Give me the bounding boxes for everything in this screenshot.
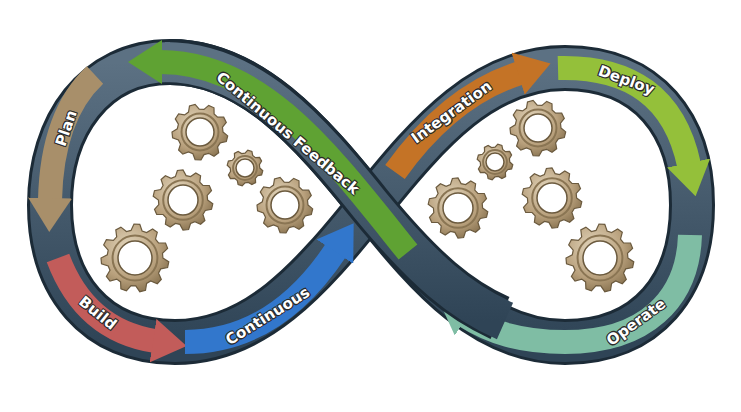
gear-rim bbox=[233, 156, 257, 180]
gear-hole bbox=[524, 114, 552, 142]
gear bbox=[101, 224, 169, 292]
gear-hole bbox=[583, 241, 617, 275]
gear bbox=[428, 178, 488, 238]
gear bbox=[510, 100, 566, 156]
gear-body bbox=[172, 104, 228, 160]
gear-rim bbox=[483, 150, 507, 174]
gear bbox=[522, 168, 582, 228]
gear-body bbox=[101, 224, 169, 292]
gear bbox=[172, 104, 228, 160]
gear-body bbox=[257, 177, 313, 233]
gear-hole bbox=[118, 241, 152, 275]
gear-hole bbox=[168, 185, 198, 215]
gear-rim bbox=[267, 187, 304, 224]
gear-hole bbox=[486, 153, 504, 171]
gear-hole bbox=[271, 191, 299, 219]
gear-body bbox=[153, 170, 213, 230]
gear-body bbox=[510, 100, 566, 156]
gear bbox=[566, 224, 634, 292]
gear-hole bbox=[537, 183, 567, 213]
gear-rim bbox=[520, 110, 557, 147]
gear bbox=[153, 170, 213, 230]
gear bbox=[227, 150, 263, 186]
infinity-band bbox=[50, 62, 692, 342]
gear-rim bbox=[532, 178, 572, 218]
gear-rim bbox=[113, 236, 158, 281]
gear-body bbox=[477, 144, 513, 180]
gear bbox=[257, 177, 313, 233]
gear bbox=[477, 144, 513, 180]
gear-body bbox=[428, 178, 488, 238]
infinity-band-crossing bbox=[160, 62, 505, 321]
gear-hole bbox=[236, 159, 254, 177]
gear-rim bbox=[163, 180, 203, 220]
gear-hole bbox=[443, 193, 473, 223]
gear-rim bbox=[438, 188, 478, 228]
gear-rim bbox=[578, 236, 623, 281]
gear-rim bbox=[182, 114, 219, 151]
gear-body bbox=[522, 168, 582, 228]
gear-hole bbox=[186, 118, 214, 146]
feedback-arrow bbox=[160, 62, 408, 252]
gear-body bbox=[566, 224, 634, 292]
gear-body bbox=[227, 150, 263, 186]
